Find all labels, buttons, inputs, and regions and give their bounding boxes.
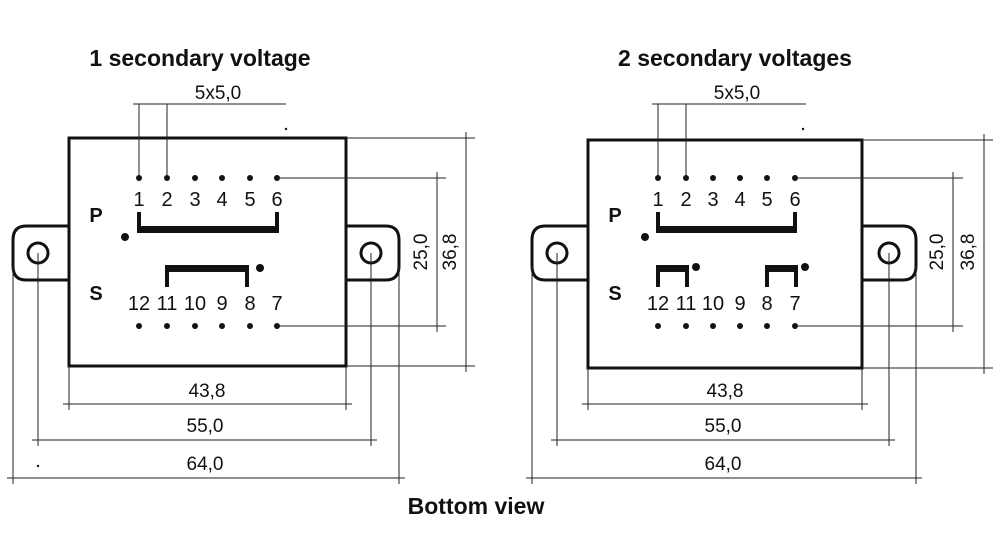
left-primary-label: P bbox=[89, 205, 102, 227]
right-top-pins: 1 2 3 4 5 6 bbox=[652, 175, 801, 211]
right-primary-polarity-dot bbox=[641, 233, 649, 241]
right-secondary-winding-2 bbox=[765, 265, 798, 272]
left-primary-winding bbox=[137, 226, 279, 233]
left-pin-7-label: 7 bbox=[271, 293, 282, 315]
right-pin-5-label: 5 bbox=[761, 189, 772, 211]
right-body-outline bbox=[586, 138, 864, 370]
left-pin-12-label: 12 bbox=[128, 293, 150, 315]
right-drawing: 2 secondary voltages 5x5,0 1 2 3 4 5 6 bbox=[526, 45, 993, 484]
bottom-view-caption: Bottom view bbox=[408, 493, 545, 519]
left-title: 1 secondary voltage bbox=[89, 45, 310, 71]
right-hole-spacing-label: 55,0 bbox=[705, 416, 742, 437]
left-body-height-label: 36,8 bbox=[440, 234, 461, 271]
left-pin-1-label: 1 bbox=[133, 189, 144, 211]
right-pin-1-label: 1 bbox=[652, 189, 663, 211]
right-secondary-2-polarity-dot bbox=[801, 263, 809, 271]
left-pin-pitch-label: 5x5,0 bbox=[195, 83, 241, 104]
left-secondary-label: S bbox=[89, 283, 102, 305]
left-secondary-polarity-dot bbox=[256, 264, 264, 272]
right-pin-6-label: 6 bbox=[789, 189, 800, 211]
left-pin-10-label: 10 bbox=[184, 293, 206, 315]
left-pin-5-label: 5 bbox=[244, 189, 255, 211]
right-total-width-label: 64,0 bbox=[705, 454, 742, 475]
left-pin-6-label: 6 bbox=[271, 189, 282, 211]
left-pin-row-spacing-label: 25,0 bbox=[411, 234, 432, 271]
left-bottom-pins: 12 11 10 9 8 7 bbox=[128, 293, 283, 329]
left-pin-8-label: 8 bbox=[244, 293, 255, 315]
left-pin-3-label: 3 bbox=[189, 189, 200, 211]
right-pin-9-label: 9 bbox=[734, 293, 745, 315]
left-pin-4-label: 4 bbox=[216, 189, 227, 211]
right-title: 2 secondary voltages bbox=[618, 45, 852, 71]
right-pin-8-label: 8 bbox=[761, 293, 772, 315]
left-hole-spacing-label: 55,0 bbox=[187, 416, 224, 437]
left-body-outline bbox=[67, 136, 348, 368]
right-pin-3-label: 3 bbox=[707, 189, 718, 211]
right-pin-4-label: 4 bbox=[734, 189, 745, 211]
right-secondary-1-polarity-dot bbox=[692, 263, 700, 271]
right-pin-pitch-label: 5x5,0 bbox=[714, 83, 760, 104]
left-pin-9-label: 9 bbox=[216, 293, 227, 315]
right-primary-winding bbox=[656, 226, 797, 233]
right-pin-11-label: 11 bbox=[676, 293, 697, 315]
right-body-width-label: 43,8 bbox=[707, 381, 744, 402]
right-secondary-label: S bbox=[608, 283, 621, 305]
right-pin-2-label: 2 bbox=[680, 189, 691, 211]
right-primary-label: P bbox=[608, 205, 621, 227]
right-pin-row-spacing-label: 25,0 bbox=[927, 234, 948, 271]
left-body-width-label: 43,8 bbox=[189, 381, 226, 402]
left-total-width-label: 64,0 bbox=[187, 454, 224, 475]
left-secondary-winding bbox=[165, 265, 249, 272]
right-pin-7-label: 7 bbox=[789, 293, 800, 315]
left-primary-polarity-dot bbox=[121, 233, 129, 241]
left-drawing: 1 secondary voltage 5x5,0 1 2 3 4 5 6 bbox=[7, 45, 475, 484]
right-body-height-label: 36,8 bbox=[958, 234, 979, 271]
left-pin-2-label: 2 bbox=[161, 189, 172, 211]
right-secondary-winding-1 bbox=[656, 265, 689, 272]
right-pin-10-label: 10 bbox=[702, 293, 724, 315]
right-pin-12-label: 12 bbox=[647, 293, 669, 315]
left-pin-11-label: 11 bbox=[157, 293, 178, 315]
right-bottom-pins: 12 11 10 9 8 7 bbox=[647, 293, 801, 329]
